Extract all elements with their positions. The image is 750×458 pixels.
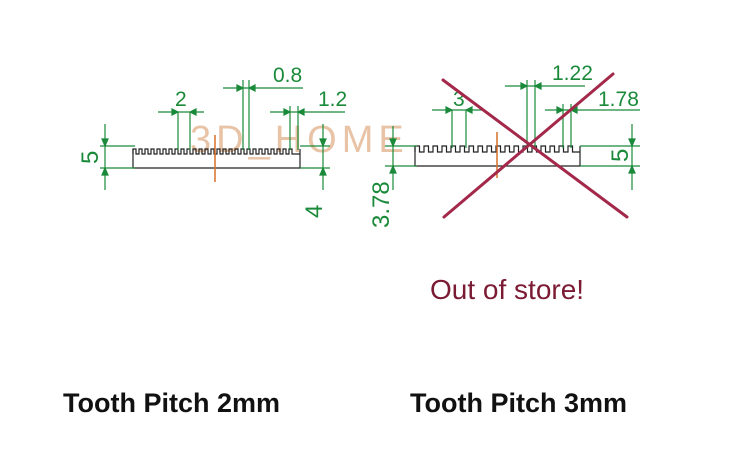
out-of-store-label: Out of store! <box>430 274 585 305</box>
right-dim-total-height <box>580 124 640 190</box>
left-label-2: 2 <box>175 88 187 111</box>
left-rack-profile <box>132 148 301 169</box>
right-dim-gap <box>505 80 585 148</box>
left-label-4: 4 <box>301 205 328 218</box>
right-dim-base <box>385 126 417 190</box>
right-label-1-22: 1.22 <box>552 62 593 85</box>
right-rack-teeth <box>414 145 580 153</box>
left-dim-height-top <box>270 106 345 150</box>
watermark-text: 3D_HOME <box>190 119 409 161</box>
left-label-5: 5 <box>77 151 104 164</box>
right-rack-diagram <box>385 80 640 190</box>
left-dim-base <box>300 124 330 190</box>
left-dim-total-height <box>100 124 135 190</box>
left-label-0-8: 0.8 <box>273 64 302 87</box>
right-label-1-78: 1.78 <box>598 88 639 111</box>
left-rack-teeth <box>132 148 300 155</box>
left-label-1-2: 1.2 <box>318 88 347 111</box>
left-rack-diagram <box>100 80 345 190</box>
left-dim-tooth-width <box>158 108 204 150</box>
caption-right: Tooth Pitch 3mm <box>410 388 628 418</box>
right-dim-tooth-width <box>432 106 482 148</box>
right-label-3: 3 <box>453 88 465 111</box>
left-dim-gap <box>223 80 303 150</box>
right-label-3-78: 3.78 <box>368 181 395 228</box>
right-label-5: 5 <box>607 149 634 162</box>
caption-left: Tooth Pitch 2mm <box>63 388 281 418</box>
out-of-store-cross <box>441 72 629 219</box>
